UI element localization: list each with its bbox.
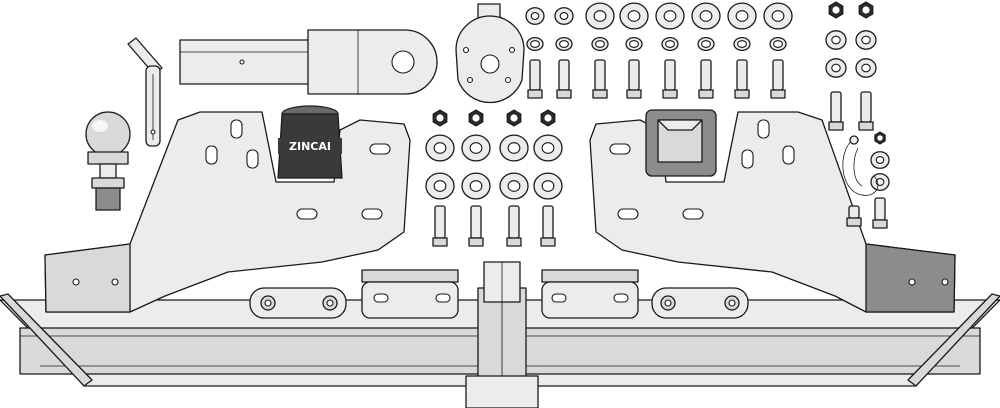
flat-washer [855,58,877,78]
hex-bolt [626,59,642,99]
flat-washer [855,30,877,50]
large-washer [655,2,685,30]
flat-washer [825,30,847,50]
lock-washer [661,36,679,52]
receiver-plate [645,109,717,177]
flat-washer [870,151,890,169]
flat-washer [461,172,491,200]
ball-mount [85,111,131,211]
receiver-tube [465,261,539,408]
left-side-bracket [44,111,411,313]
flat-washer [870,173,890,191]
safety-clip [842,135,879,196]
hex-bolt [858,91,874,131]
hex-bolt [432,205,448,247]
left-angle-bracket [361,269,459,319]
flat-washer [499,134,529,162]
right-side-bracket [589,111,956,313]
lock-washer [697,36,715,52]
hex-bolt [846,205,862,227]
hex-nut [540,109,556,127]
flat-washer [499,172,529,200]
hex-bolt [592,59,608,99]
large-washer [763,2,793,30]
hex-bolt [506,205,522,247]
hex-bolt [468,205,484,247]
flat-washer [425,172,455,200]
hex-bolt [698,59,714,99]
cap-label: ZINCAI [289,140,331,153]
lock-washer [526,36,544,52]
hex-bolt [556,59,572,99]
lock-washer [625,36,643,52]
lock-washer [591,36,609,52]
hex-nut [858,1,874,19]
hex-nut [506,109,522,127]
hex-nut [874,131,886,145]
hex-bolt [872,197,888,229]
large-washer [691,2,721,30]
hex-bolt [734,59,750,99]
small-washer [525,7,545,25]
flat-washer [461,134,491,162]
hex-bolt [828,91,844,131]
hitch-pin [127,37,163,147]
flat-washer [825,58,847,78]
flat-washer [533,172,563,200]
left-spacer-plate [249,287,347,319]
lock-washer [769,36,787,52]
hex-nut [432,109,448,127]
small-washer [554,7,574,25]
flat-washer [533,134,563,162]
hex-bolt [662,59,678,99]
connector-cap: ZINCAI [277,105,343,179]
hex-nut [468,109,484,127]
hex-bolt [540,205,556,247]
right-angle-bracket [541,269,639,319]
large-washer [727,2,757,30]
lock-washer [555,36,573,52]
hardware-layer [425,1,890,247]
lock-washer [733,36,751,52]
hex-bolt [527,59,543,99]
hex-nut [828,1,844,19]
right-spacer-plate [651,287,749,319]
hex-bolt [770,59,786,99]
round-mounting-bracket [455,3,525,104]
large-washer [585,2,615,30]
drawbar [179,29,438,95]
large-washer [619,2,649,30]
flat-washer [425,134,455,162]
